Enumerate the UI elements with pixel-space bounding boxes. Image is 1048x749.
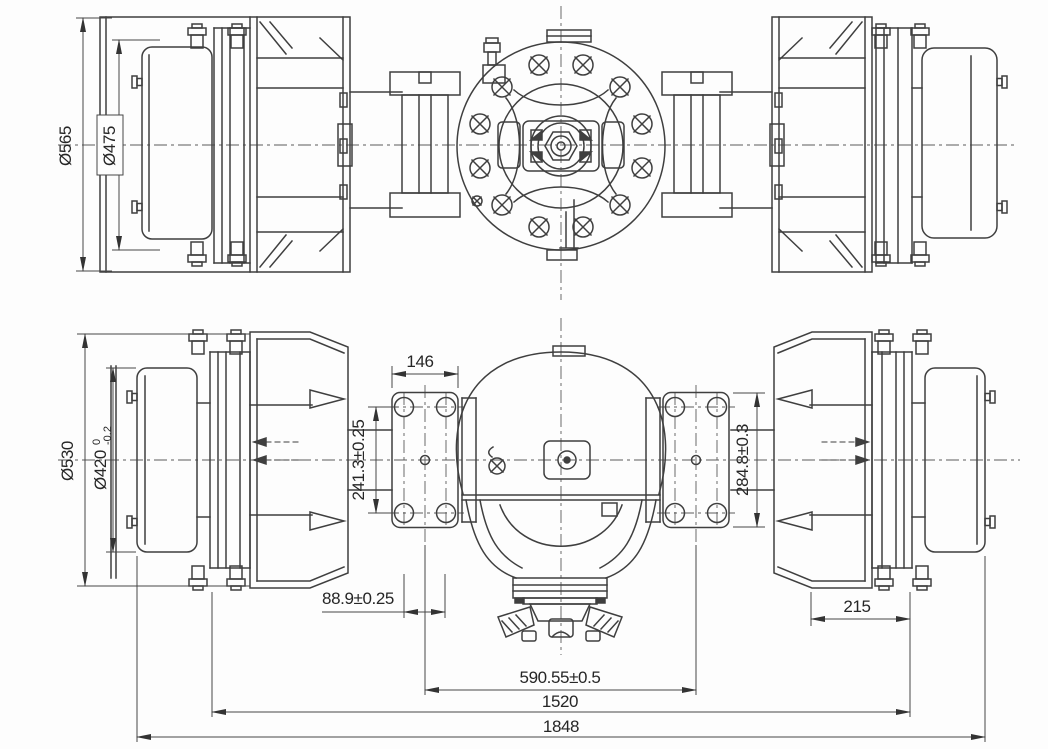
plan-left-wheel-end <box>110 329 393 591</box>
label-overall-width: 1848 <box>543 717 579 736</box>
dim-right-seat-holes <box>733 392 765 528</box>
label-mounting-faces: 1520 <box>542 692 578 711</box>
front-left-wheel-end <box>99 16 403 273</box>
front-view <box>99 16 1008 273</box>
pilot-upper-tolerance: 0 <box>91 439 103 445</box>
dim-overall-width <box>136 556 986 742</box>
label-right-seat-holes: 284.8±0.3 <box>733 424 752 496</box>
front-right-wheel-end <box>719 16 1008 273</box>
dim-plan-pilot-diameter <box>106 367 136 553</box>
dim-spring-centers <box>424 545 697 695</box>
pilot-lower-tolerance: -0.2 <box>102 426 114 445</box>
front-differential-housing <box>456 29 666 261</box>
part-geometry <box>99 16 1008 642</box>
dim-hub-face-offset <box>810 592 911 626</box>
label-seat-hole-offset: 88.9±0.25 <box>322 589 394 608</box>
pilot-diameter-value: Ø420 <box>91 450 110 490</box>
dim-plan-drum-diameter <box>77 333 250 587</box>
label-front-drum-diameter: Ø565 <box>56 126 75 166</box>
dim-mounting-faces <box>211 592 911 717</box>
label-spring-centers: 590.55±0.5 <box>520 668 601 687</box>
label-hub-face-offset: 215 <box>843 597 870 616</box>
dim-front-drum-diameter <box>76 17 112 272</box>
label-front-hub-diameter: Ø475 <box>100 126 119 166</box>
boxed-dimension-frame <box>96 114 124 176</box>
label-seat-width: 146 <box>406 352 433 371</box>
label-plan-drum-diameter: Ø530 <box>58 441 77 481</box>
dimension-lines <box>76 17 986 742</box>
dim-left-seat-holes <box>368 406 398 514</box>
label-left-seat-holes: 241.3±0.25 <box>349 420 368 501</box>
dimension-labels: Ø565 Ø475 Ø530 Ø420 0 -0.2 146 241.3±0.2… <box>56 126 871 736</box>
plan-view <box>110 329 996 642</box>
breather-plug <box>488 457 506 475</box>
plan-differential-housing <box>455 345 667 642</box>
label-plan-pilot-diameter: Ø420 0 -0.2 <box>91 426 114 490</box>
dim-seat-width <box>391 366 459 388</box>
plan-right-wheel-end <box>730 329 996 591</box>
